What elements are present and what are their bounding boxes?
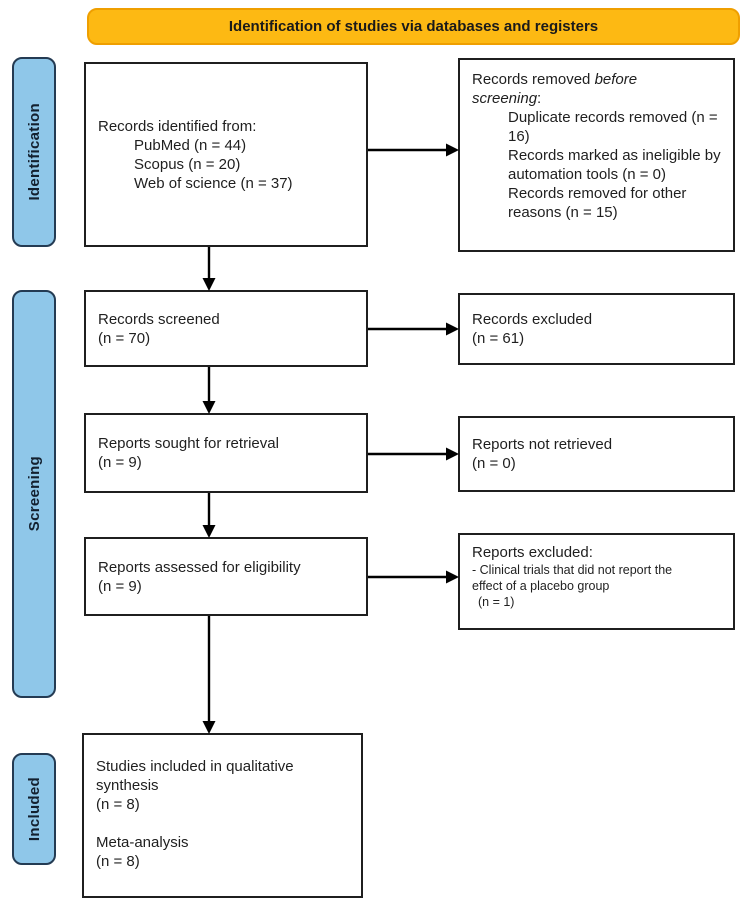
records-removed-colon: : [537, 90, 542, 107]
stage-label-screening: Screening [12, 290, 56, 698]
removed-item-other: Records removed for other reasons (n = 1… [508, 185, 687, 221]
records-screened-label: Records screened [98, 310, 220, 328]
banner-title: Identification of studies via databases … [228, 18, 599, 35]
records-screened-count: (n = 70) [98, 329, 151, 347]
reports-not-retrieved-label: Reports not retrieved [472, 436, 613, 453]
qualitative-synthesis-count: (n = 8) [96, 796, 140, 813]
spacer [96, 814, 353, 833]
records-identified-title: Records identified from: [98, 117, 257, 135]
box-reports-excluded: Reports excluded: - Clinical trials that… [458, 533, 735, 630]
records-excluded-label: Records excluded [472, 311, 593, 328]
arrow-identified-to-removed [368, 143, 459, 157]
source-pubmed: PubMed (n = 44) [134, 136, 247, 154]
removed-item-duplicates: Duplicate records removed (n = 16) [508, 109, 718, 145]
reports-excluded-title: Reports excluded: [472, 544, 593, 561]
box-records-removed: Records removed before screening: Duplica… [458, 58, 735, 252]
source-scopus: Scopus (n = 20) [134, 155, 241, 173]
reports-sought-label: Reports sought for retrieval [98, 435, 279, 452]
arrow-identified-to-screened [202, 247, 216, 291]
box-records-excluded: Records excluded (n = 61) [458, 293, 735, 365]
stage-label-included-text: Included [25, 776, 43, 842]
removed-item-automation: Records marked as ineligible by automati… [508, 147, 721, 183]
reports-not-retrieved-count: (n = 0) [472, 455, 516, 472]
stage-label-identification-text: Identification [25, 103, 43, 201]
source-web-of-science: Web of science (n = 37) [134, 174, 293, 192]
reports-excluded-count: (n = 1) [478, 595, 515, 609]
arrow-sought-to-not-retrieved [368, 447, 459, 461]
stage-label-included: Included [12, 753, 56, 865]
qualitative-synthesis-label: Studies included in qualitative synthesi… [96, 758, 294, 794]
records-excluded-count: (n = 61) [472, 330, 525, 347]
reports-excluded-reason-line1: - Clinical trials that did not report th… [472, 563, 673, 577]
reports-assessed-count: (n = 9) [98, 577, 142, 595]
records-removed-title: Records removed before screening: [472, 70, 725, 108]
box-studies-included: Studies included in qualitative synthesi… [82, 733, 363, 898]
box-reports-assessed: Reports assessed for eligibility (n = 9) [84, 537, 368, 616]
records-removed-italic-screening: screening [472, 90, 538, 107]
box-reports-sought: Reports sought for retrieval (n = 9) [84, 413, 368, 493]
box-records-screened: Records screened (n = 70) [84, 290, 368, 367]
banner-identification-of-studies: Identification of studies via databases … [87, 8, 740, 45]
arrow-screened-to-sought [202, 367, 216, 414]
records-removed-prefix: Records removed [472, 71, 595, 88]
stage-label-identification: Identification [12, 57, 56, 247]
stage-label-screening-text: Screening [25, 456, 43, 532]
box-reports-not-retrieved: Reports not retrieved (n = 0) [458, 416, 735, 492]
arrow-screened-to-excluded [368, 322, 459, 336]
meta-analysis-count: (n = 8) [96, 853, 140, 870]
arrow-assessed-to-included [202, 616, 216, 734]
box-records-identified: Records identified from: PubMed (n = 44)… [84, 62, 368, 247]
meta-analysis-label: Meta-analysis [96, 834, 189, 851]
reports-assessed-label: Reports assessed for eligibility [98, 558, 301, 576]
reports-excluded-reason-line2: effect of a placebo group [472, 579, 610, 593]
reports-sought-count: (n = 9) [98, 454, 142, 471]
arrow-assessed-to-reports-excluded [368, 570, 459, 584]
records-removed-italic-before: before [594, 71, 638, 88]
arrow-sought-to-assessed [202, 493, 216, 538]
